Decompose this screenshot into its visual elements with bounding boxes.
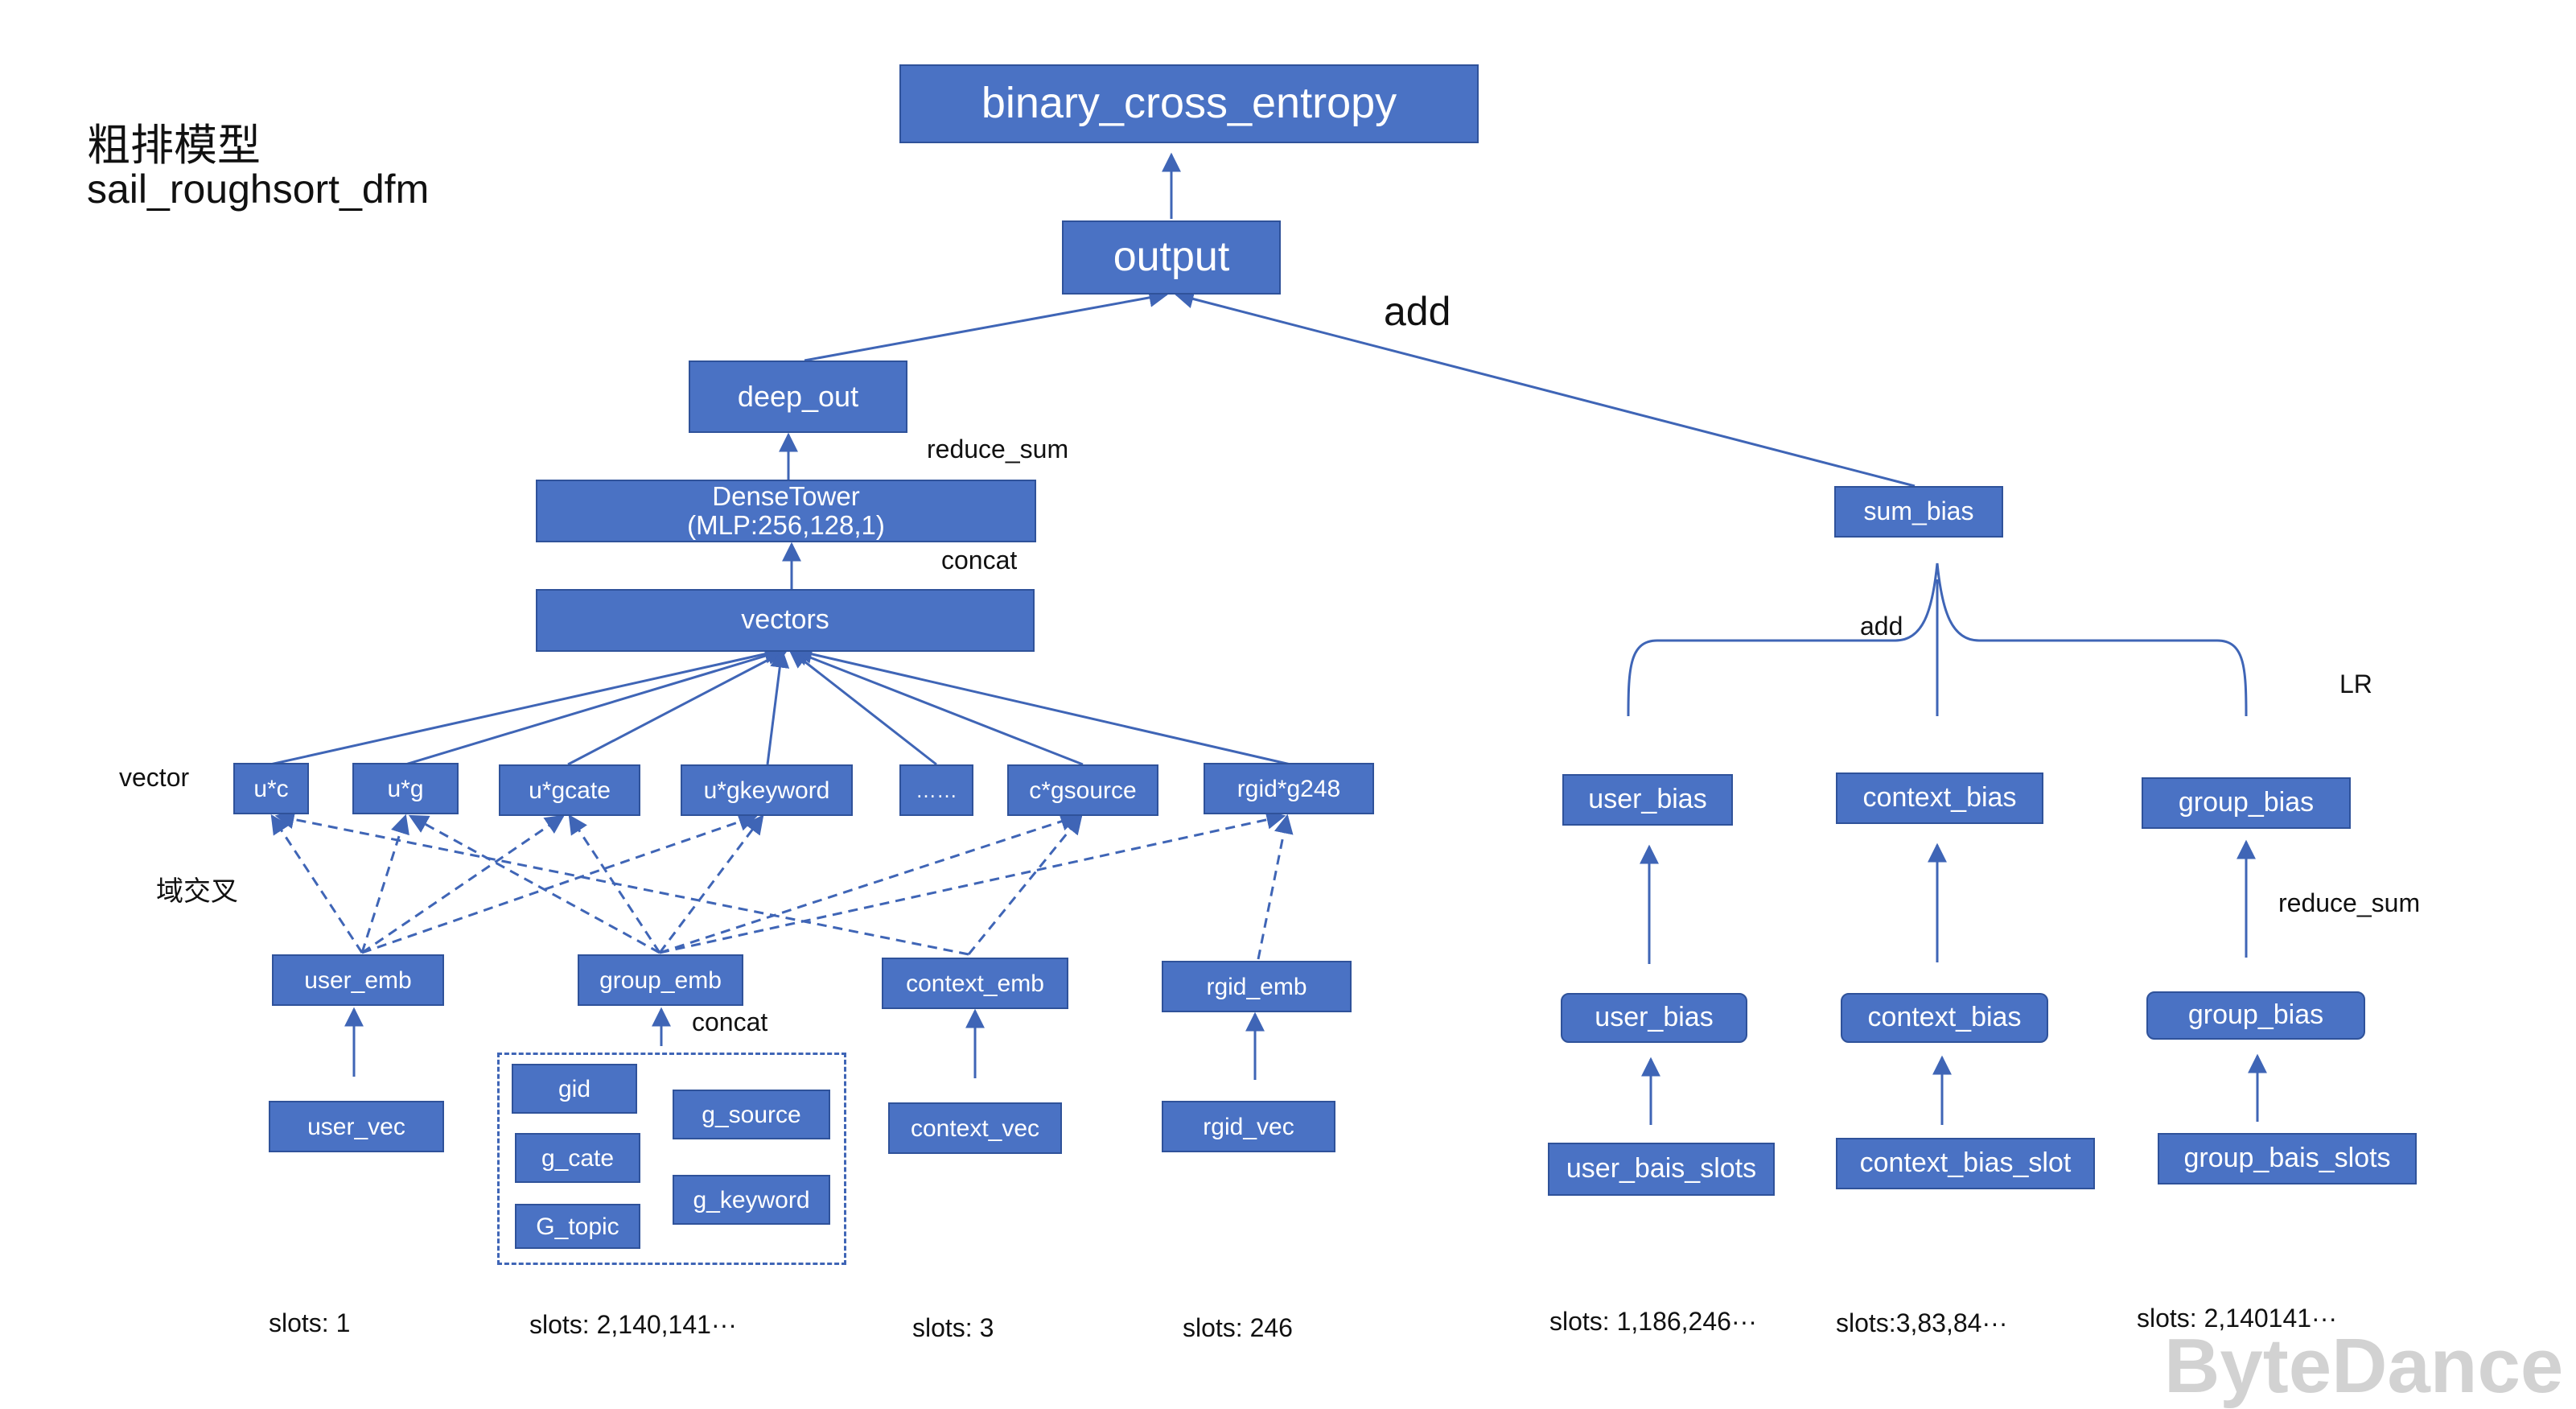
cross-node-ugkeyword: u*gkeyword [681,764,853,816]
lr-label: LR [2339,669,2372,698]
vectors-node: vectors [536,589,1035,652]
lr-reduce-sum-label: reduce_sum [2278,888,2421,917]
lr-brace [1627,562,2248,717]
context-bias-top-node: context_bias [1836,772,2043,824]
group-field-gid: gid [512,1064,637,1114]
dash-rgid-rgidg [1257,814,1294,960]
dense-tower-title: DenseTower [712,480,860,511]
user-vec-node: user_vec [269,1101,444,1152]
group-bias-top-node: group_bias [2142,777,2351,829]
dash-group-rgid [659,810,1286,954]
edge-deepout-output [804,288,1169,362]
concat-label-group: concat [692,1007,768,1036]
dash-user-ugcate [361,814,565,954]
cross-node-uc: u*c [233,763,309,814]
concat-label-top: concat [941,546,1018,575]
group-field-gkeyword: g_keyword [673,1175,830,1225]
context-vec-node: context_vec [888,1102,1062,1154]
slots-group: slots: 2,140,141··· [529,1310,737,1339]
add-label: add [1384,289,1451,334]
slots-context: slots: 3 [912,1313,994,1342]
dash-user-ug [360,814,409,954]
reduce-sum-label: reduce_sum [927,435,1069,463]
group-emb-node: group_emb [578,954,743,1006]
context-emb-node: context_emb [882,958,1068,1009]
dash-user-uc [270,814,364,954]
cross-node-ug: u*g [352,763,459,814]
vector-label: vector [119,763,190,792]
dash-group-ug [408,814,660,954]
dense-tower-params: (MLP:256,128,1) [687,510,885,540]
dash-context-uc [274,810,969,956]
cross-node-cgsource: c*gsource [1007,764,1158,816]
group-field-gsource: g_source [673,1090,830,1139]
dash-user-ugkw [361,812,759,954]
slots-user-bias: slots: 1,186,246··· [1549,1307,1757,1336]
user-bias-mid-node: user_bias [1561,993,1747,1043]
dash-group-ugkw [658,814,764,954]
user-emb-node: user_emb [272,954,444,1006]
dash-context-cgsource [967,814,1083,955]
group-field-gtopic: G_topic [515,1204,640,1249]
cross-node-ellipsis: …… [899,764,973,816]
user-bias-top-node: user_bias [1562,774,1733,826]
connector-lines [270,152,2267,1125]
edge-cross-4 [788,649,937,766]
slots-user: slots: 1 [269,1308,351,1337]
edge-sumbias-output [1174,289,1916,488]
diagram-title-cn: 粗排模型 [87,122,261,170]
loss-node: binary_cross_entropy [899,64,1479,143]
diagram-title-en: sail_roughsort_dfm [87,167,430,212]
sum-bias-node: sum_bias [1834,486,2003,538]
cross-node-ugcate: u*gcate [499,764,640,816]
edge-cross-0 [270,644,784,766]
user-bias-slots-node: user_bais_slots [1548,1143,1775,1196]
group-fields-container [497,1053,846,1265]
edge-cross-2 [567,649,789,766]
dense-tower-node: DenseTower (MLP:256,128,1) [536,480,1036,542]
edge-cross-3 [766,648,790,765]
cross-node-rgid-g248: rgid*g248 [1204,763,1374,814]
slots-group-bias: slots: 2,140141··· [2137,1304,2338,1333]
group-bias-mid-node: group_bias [2146,991,2365,1040]
rgid-emb-node: rgid_emb [1162,961,1352,1012]
rgid-vec-node: rgid_vec [1162,1101,1335,1152]
slots-rgid: slots: 246 [1183,1313,1293,1342]
cross-domain-label: 域交叉 [156,876,238,907]
slots-context-bias: slots:3,83,84··· [1836,1308,2008,1337]
context-bias-mid-node: context_bias [1841,993,2048,1043]
edge-cross-5 [789,647,1084,766]
group-bias-slots-node: group_bais_slots [2158,1133,2417,1184]
edge-cross-6 [792,645,1291,766]
deep-out-node: deep_out [689,360,907,433]
output-node: output [1062,220,1281,295]
dash-group-cgsource [659,812,1080,954]
group-field-gcate: g_cate [515,1133,640,1183]
edge-cross-1 [405,645,787,766]
lr-add-label: add [1860,612,1903,641]
bytedance-watermark: ByteDance [2164,1323,2564,1409]
context-bias-slot-node: context_bias_slot [1836,1138,2095,1189]
